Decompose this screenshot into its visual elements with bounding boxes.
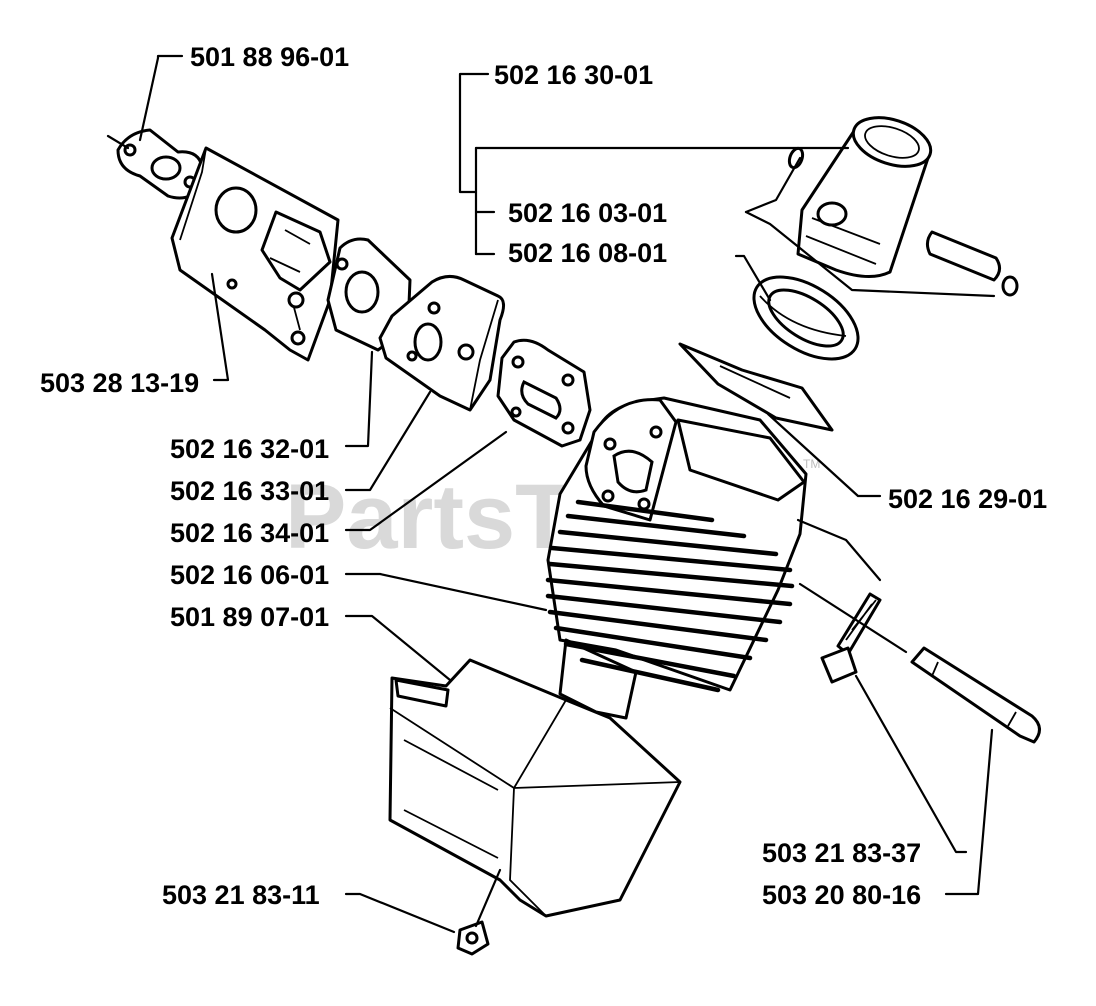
piston-part bbox=[787, 116, 1019, 297]
label-502-16-06-01: 502 16 06-01 bbox=[170, 560, 329, 590]
carburetor-part bbox=[170, 146, 340, 362]
watermark-trademark: TM bbox=[803, 457, 820, 471]
label-502-16-30-01: 502 16 30-01 bbox=[494, 60, 653, 90]
label-502-16-34-01: 502 16 34-01 bbox=[170, 518, 329, 548]
intake-manifold-part bbox=[378, 275, 505, 412]
heat-shield-part bbox=[388, 658, 682, 918]
muffler-gasket-part bbox=[496, 338, 592, 448]
label-502-16-32-01: 502 16 32-01 bbox=[170, 434, 329, 464]
label-503-21-83-37: 503 21 83-37 bbox=[762, 838, 921, 868]
label-502-16-33-01: 502 16 33-01 bbox=[170, 476, 329, 506]
label-501-88-96-01: 501 88 96-01 bbox=[190, 42, 349, 72]
pin-right-part bbox=[910, 646, 1041, 744]
base-gasket-part bbox=[678, 342, 834, 432]
screw-bottom-part bbox=[456, 920, 490, 956]
label-502-16-08-01: 502 16 08-01 bbox=[508, 238, 667, 268]
label-503-28-13-19: 503 28 13-19 bbox=[40, 368, 199, 398]
label-503-20-80-16: 503 20 80-16 bbox=[762, 880, 921, 910]
label-502-16-03-01: 502 16 03-01 bbox=[508, 198, 667, 228]
label-503-21-83-11: 503 21 83-11 bbox=[162, 880, 320, 910]
label-501-89-07-01: 501 89 07-01 bbox=[170, 602, 329, 632]
leader-lines bbox=[106, 54, 996, 934]
screw-right-part bbox=[820, 592, 882, 684]
piston-ring-part bbox=[752, 275, 860, 361]
label-502-16-29-01: 502 16 29-01 bbox=[888, 484, 1047, 514]
cylinder-part bbox=[545, 396, 808, 720]
